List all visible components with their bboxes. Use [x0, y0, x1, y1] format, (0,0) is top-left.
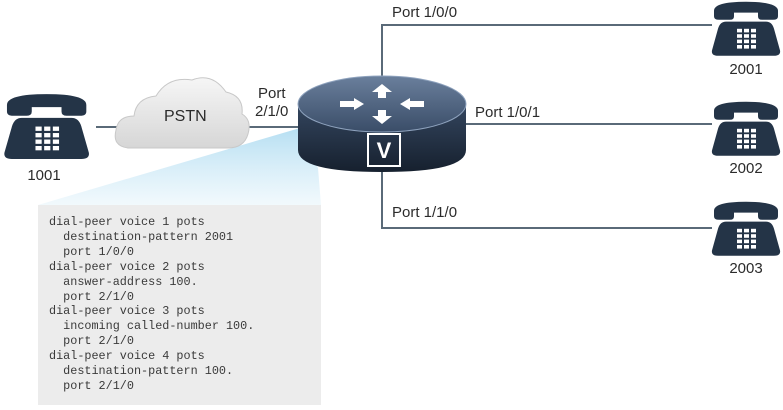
port-label-1-0-0: Port 1/0/0: [392, 4, 458, 21]
port-label-pstn-line1: Port: [258, 85, 286, 102]
phone-icon-1001: [4, 94, 89, 159]
port-label-pstn-line2: 2/1/0: [255, 103, 289, 120]
config-line: port 2/1/0: [49, 334, 134, 349]
link-router-2001: [381, 24, 712, 80]
phone-number-2001: 2001: [729, 61, 763, 78]
phone-icon-2002: [711, 101, 781, 156]
dial-peer-config-text: dial-peer voice 1 pots destination-patte…: [49, 215, 254, 394]
config-line: dial-peer voice 4 pots: [49, 349, 205, 364]
phone-icon-2003: [711, 201, 781, 256]
config-line: dial-peer voice 2 pots: [49, 259, 205, 274]
config-line: dial-peer voice 3 pots: [49, 304, 205, 319]
port-label-1-0-1: Port 1/0/1: [475, 104, 541, 121]
port-label-1-1-0: Port 1/1/0: [392, 204, 458, 221]
config-callout: [38, 128, 321, 205]
config-line: port 2/1/0: [49, 289, 134, 304]
config-line: incoming called-number 100.: [49, 319, 255, 334]
config-line: dial-peer voice 1 pots: [49, 215, 205, 229]
pstn-label: PSTN: [164, 108, 207, 125]
config-line: port 2/1/0: [49, 378, 134, 393]
config-line: port 1/0/0: [49, 244, 134, 259]
phone-number-1001: 1001: [27, 167, 61, 184]
config-line: answer-address 100.: [49, 274, 198, 289]
router-icon: V: [297, 75, 467, 172]
connection-lines: [96, 24, 712, 229]
config-line: destination-pattern 100.: [49, 364, 234, 379]
config-line: destination-pattern 2001: [49, 229, 234, 244]
pstn-cloud: [114, 77, 250, 149]
link-router-2003: [381, 172, 712, 229]
phone-number-2002: 2002: [729, 160, 763, 177]
phone-number-2003: 2003: [729, 260, 763, 277]
phone-icon-2001: [711, 1, 781, 56]
dial-peer-config-box: dial-peer voice 1 pots destination-patte…: [38, 205, 321, 405]
router-badge: V: [377, 138, 392, 163]
